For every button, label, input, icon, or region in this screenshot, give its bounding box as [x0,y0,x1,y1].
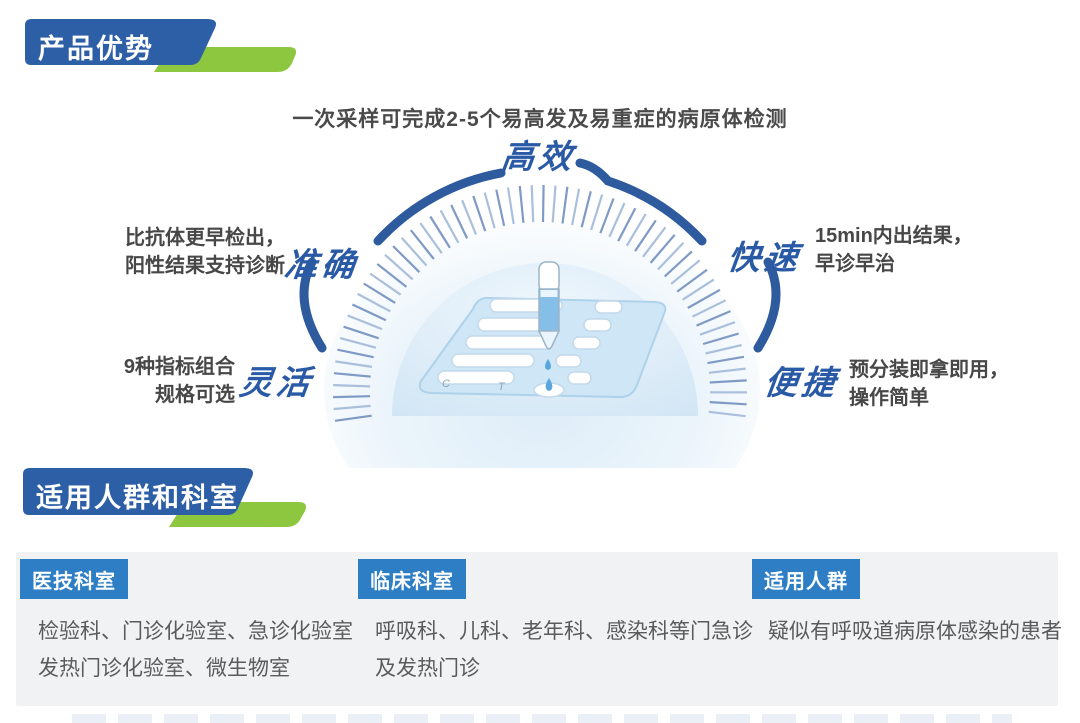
panel-text-line: 疑似有呼吸道病原体感染的患者 [768,620,1062,643]
note-convenient: 预分装即拿即用， 操作简单 [849,356,1009,412]
banner-ribbon-shape [23,468,307,527]
note-fast: 15min内出结果， 早诊早治 [815,222,973,278]
gauge-label-efficient: 高效 [499,138,578,175]
gauge-ticks [333,184,748,422]
banner-ribbon-shape [25,19,297,72]
note-accurate: 比抗体更早检出， 阳性结果支持诊断 [60,224,285,280]
note-line: 早诊早治 [815,253,895,275]
cassette-mark-t: T [498,381,506,393]
panel-text-line: 检验科、门诊化验室、急诊化验室 [38,620,353,643]
section-header-applicable: 适用人群和科室 [20,462,340,532]
gauge-arc [299,158,781,353]
note-line: 阳性结果支持诊断 [125,255,285,277]
gauge-label-flexible: 灵活 [237,364,316,401]
gauge-label-accurate: 准确 [282,246,361,283]
note-line: 比抗体更早检出， [125,227,285,249]
panel-text-line: 发热门诊化验室、微生物室 [38,657,290,680]
gauge-dial-illustration: C T [299,158,781,468]
badge-clinical-depts: 临床科室 [358,559,466,599]
panel-text-line: 呼吸科、儿科、老年科、感染科等门急诊 [375,620,753,643]
cassette-long-slots [437,298,563,385]
dropper-icon [533,261,565,398]
note-line: 操作简单 [849,387,929,409]
note-line: 规格可选 [155,384,235,406]
section-title: 适用人群和科室 [36,483,239,513]
panel-text-line: 及发热门诊 [375,657,480,680]
badge-medical-tech-depts: 医技科室 [20,559,128,599]
gauge-top-note: 一次采样可完成2-5个易高发及易重症的病原体检测 [292,108,788,131]
section-title: 产品优势 [38,34,154,64]
badge-applicable-people: 适用人群 [752,559,860,599]
section-header-product-advantages: 产品优势 [22,14,332,76]
note-line: 15min内出结果， [815,225,973,247]
note-line: 9种指标组合 [123,356,235,378]
cutoff-bottom-row [72,714,1012,723]
departments-panel: 医技科室 检验科、门诊化验室、急诊化验室 发热门诊化验室、微生物室 临床科室 呼… [16,552,1062,706]
gauge-label-fast: 快速 [725,239,804,276]
test-cassette-illustration: C T [418,296,667,399]
cassette-short-slots [555,300,623,385]
note-line: 预分装即拿即用， [849,359,1009,381]
cassette-mark-c: C [442,378,450,390]
note-flexible: 9种指标组合 规格可选 [95,353,235,409]
gauge-label-convenient: 便捷 [762,364,841,401]
